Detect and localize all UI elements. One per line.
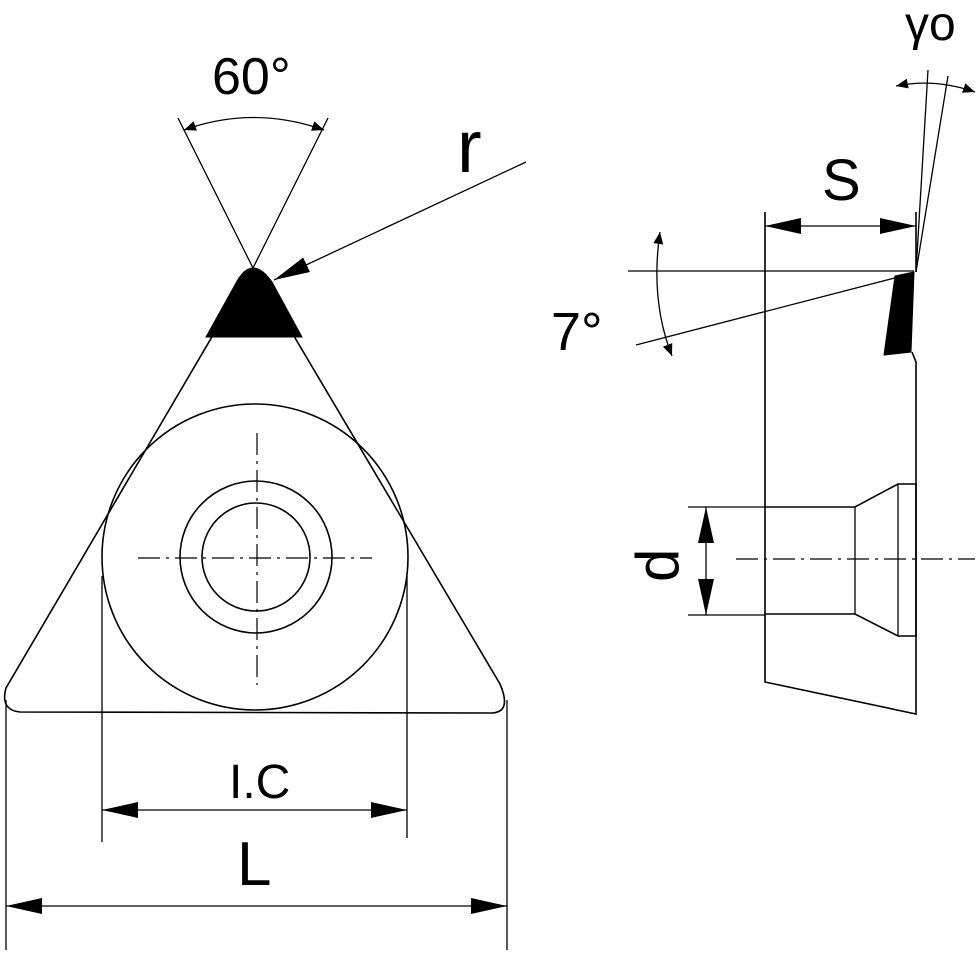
edge-length-label: L [237, 830, 271, 899]
angle-arc [183, 116, 325, 131]
clearance-angle-arc [653, 231, 673, 357]
inscribed-circle [101, 403, 409, 711]
insert-top-view: 60° r I.C L [3, 48, 527, 950]
side-cutting-tip [883, 271, 915, 356]
insert-side-view: d S 7° γo [551, 0, 976, 715]
cutting-tip [205, 267, 303, 338]
radius-label: r [457, 105, 482, 188]
hole-diameter-label: d [624, 549, 691, 582]
clearance-angle-label: 7° [551, 302, 603, 362]
rake-ref-line [915, 69, 929, 273]
angle-tip-label: 60° [212, 48, 291, 106]
mounting-hole [201, 502, 311, 612]
side-body-outline [764, 212, 917, 715]
radius-leader [273, 161, 527, 281]
rake-angle-arc [895, 78, 976, 93]
inscribed-circle-label: I.C [229, 756, 290, 809]
countersink-circle [179, 480, 333, 634]
side-hole-section [765, 483, 917, 637]
clearance-angle-line [635, 272, 915, 346]
rake-angle-line [915, 75, 949, 273]
angle-ext-line-right [252, 117, 329, 269]
angle-ext-line-left [177, 117, 254, 269]
triangle-outline [3, 271, 506, 714]
thickness-label: S [822, 148, 861, 213]
rake-angle-label: γo [905, 0, 956, 51]
